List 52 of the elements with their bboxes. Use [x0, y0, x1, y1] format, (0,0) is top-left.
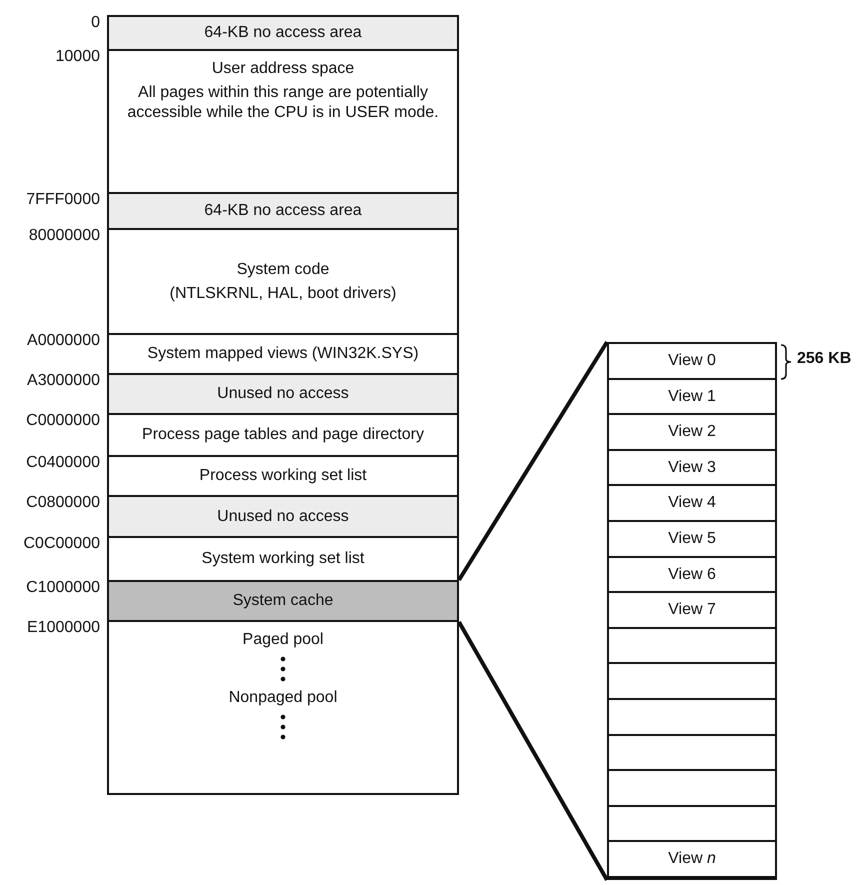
view-label: View n	[668, 849, 716, 869]
region-label: Process page tables and page directory	[142, 425, 424, 445]
size-label: 256 KB	[797, 350, 852, 368]
region-label: Unused no access	[217, 506, 349, 526]
view-stack	[607, 342, 777, 880]
view-label: View 6	[668, 564, 716, 584]
address-label: C0C00000	[24, 535, 100, 553]
address-label: 0	[91, 14, 100, 32]
address-label: 10000	[56, 48, 100, 66]
region-label: System working set list	[202, 549, 364, 569]
region-label: System mapped views (WIN32K.SYS)	[147, 344, 419, 364]
view-label: View 4	[668, 493, 716, 513]
view-label: View 1	[668, 386, 716, 406]
region-label: Unused no access	[217, 384, 349, 404]
region-label: User address space	[212, 59, 354, 79]
address-label: A0000000	[27, 332, 100, 350]
view-label: View 5	[668, 529, 716, 549]
memory-region	[107, 620, 459, 795]
region-label: Process working set list	[199, 466, 367, 486]
address-label: C0800000	[26, 494, 100, 512]
address-label: C1000000	[26, 579, 100, 597]
region-label: System cache	[232, 591, 334, 611]
view-label: View 2	[668, 422, 716, 442]
memory-region	[107, 373, 459, 415]
memory-region	[107, 455, 459, 497]
memory-region	[107, 413, 459, 457]
address-label: A3000000	[27, 372, 100, 390]
address-label: C0400000	[26, 454, 100, 472]
memory-region	[107, 15, 459, 51]
region-label: 64-KB no access area	[204, 201, 362, 221]
view-label: View 0	[668, 351, 716, 371]
address-label: 80000000	[28, 227, 100, 245]
memory-region	[107, 49, 459, 194]
memory-region	[107, 536, 459, 582]
address-label: C0000000	[26, 412, 100, 430]
memory-region	[107, 580, 459, 622]
address-label: 7FFF0000	[26, 191, 100, 209]
memory-region	[107, 192, 459, 230]
region-description: All pages within this range are potentially accessible while the CPU is in USER mode.	[126, 83, 440, 123]
memory-region	[107, 228, 459, 335]
region-label: System code	[236, 260, 330, 280]
view-label: View 7	[668, 600, 716, 620]
memory-region	[107, 495, 459, 538]
region-label: (NTLSKRNL, HAL, boot drivers)	[170, 284, 396, 304]
view-label: View 3	[668, 458, 716, 478]
memory-region	[107, 333, 459, 375]
zoom-line	[457, 621, 609, 881]
region-label: Nonpaged pool	[228, 688, 338, 708]
region-label: Paged pool	[242, 630, 324, 650]
region-label: 64-KB no access area	[204, 23, 362, 43]
address-label: E1000000	[27, 619, 100, 637]
zoom-line	[457, 340, 609, 582]
